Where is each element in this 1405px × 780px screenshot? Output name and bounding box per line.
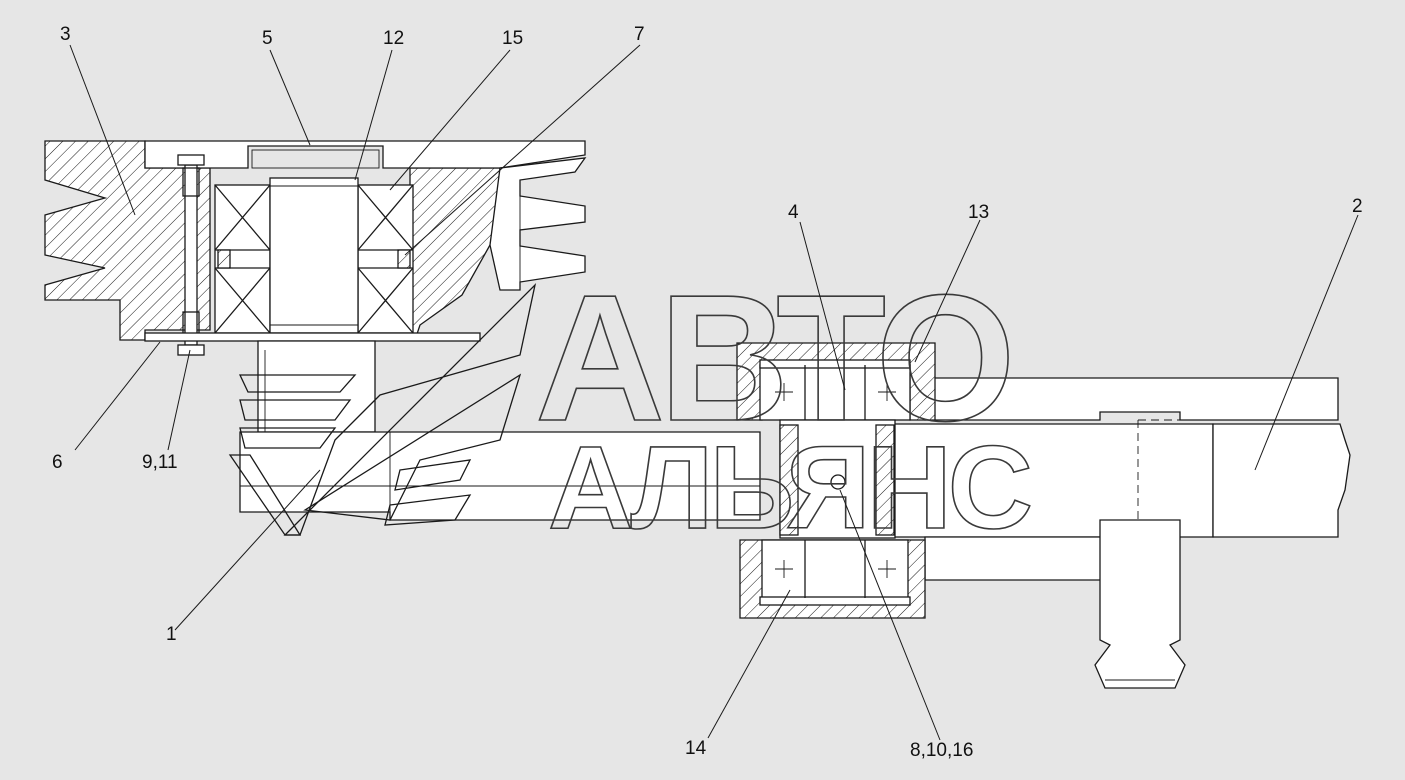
callout-15: 15	[502, 28, 523, 49]
callout-1: 1	[166, 624, 177, 645]
callout-5: 5	[262, 28, 273, 49]
shaft	[269, 177, 359, 334]
callout-13: 13	[968, 202, 989, 223]
callout-3: 3	[60, 24, 71, 45]
cover-cap	[251, 149, 380, 169]
callout-12: 12	[383, 28, 404, 49]
callout-8-10-16: 8,10,16	[910, 740, 973, 761]
bearing-block	[736, 342, 936, 619]
bottom-washer	[144, 332, 481, 342]
leader-lines	[69, 44, 1359, 741]
watermark-line-1: АВТО	[535, 258, 1010, 459]
callout-6: 6	[52, 452, 63, 473]
watermark-line-2: АЛЬЯНС	[548, 422, 1030, 554]
callout-14: 14	[685, 738, 707, 759]
callout-4: 4	[788, 202, 799, 223]
watermark-logo-icon	[228, 282, 537, 536]
pulley-assembly	[44, 140, 587, 433]
callout-2: 2	[1352, 196, 1363, 217]
output-shaft	[869, 377, 1351, 689]
callout-7: 7	[634, 24, 645, 45]
bolt	[184, 164, 198, 346]
callout-9-11: 9,11	[142, 452, 178, 473]
callouts: 3 5 12 15 7 6 9,11 1 4 13 2 14 8,10,16	[52, 24, 1363, 761]
